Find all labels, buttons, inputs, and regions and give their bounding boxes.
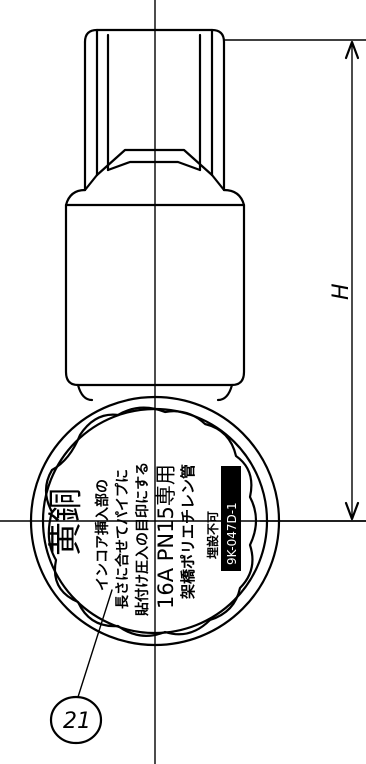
spec-line-1: 16A PN15専用 [154,464,178,609]
instruction-line-3: 貼付け圧入の目印にする [134,462,151,616]
material-label: 黄銅 [46,488,86,556]
spec-line-2: 架橋ポリエチレン管 [179,464,197,600]
part-code: 9K-047D-1 [225,502,239,565]
dimension-h: H [224,39,366,522]
dimension-h-label: H [329,283,354,300]
fitting-nut-top [83,28,226,192]
label-text-group: 黄銅 インコア挿入部の 長さに合せてパイプに 貼付け圧入の目印にする 16A P… [46,462,241,616]
fitting-body [64,188,246,402]
callout-number: 21 [63,709,91,734]
instruction-line-1: インコア挿入部の [94,479,111,591]
part-code-background [221,466,241,571]
callout-21: 21 [49,589,113,745]
note-label: 埋設不可 [205,511,220,559]
instruction-line-2: 長さに合せてパイプに [114,469,131,609]
